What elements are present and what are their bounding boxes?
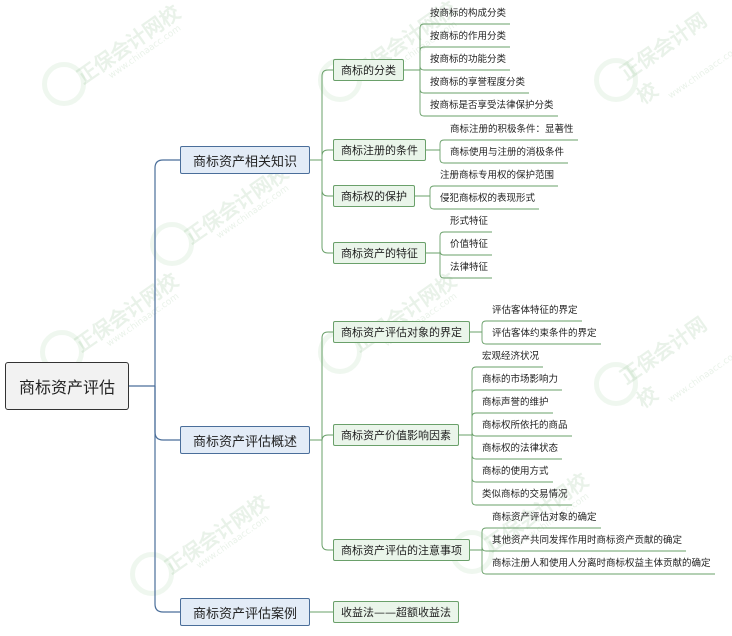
branch-case[interactable]: 商标资产评估案例 <box>180 598 310 626</box>
node-income-approach[interactable]: 收益法——超额收益法 <box>333 601 459 623</box>
connector-line <box>439 139 578 150</box>
leaf-item: 商标资产评估对象的确定 <box>492 512 597 523</box>
connector-line <box>471 389 562 435</box>
connector-line <box>321 149 333 160</box>
leaf-item: 商标的市场影响力 <box>482 374 559 385</box>
connector-line <box>419 46 510 70</box>
leaf-item: 形式特征 <box>450 216 489 227</box>
connector-line <box>419 23 510 70</box>
connector-line <box>154 386 180 613</box>
connector-line <box>481 546 686 552</box>
root-node[interactable]: 商标资产评估 <box>5 362 129 410</box>
leaf-item: 商标声誉的维护 <box>482 397 549 408</box>
node-asset-features[interactable]: 商标资产的特征 <box>333 242 426 264</box>
leaf-item: 法律特征 <box>450 262 489 273</box>
leaf-item: 评估客体特征的界定 <box>492 305 578 316</box>
connector-line <box>154 159 180 386</box>
leaf-item: 商标使用与注册的消极条件 <box>450 147 565 158</box>
connector-line <box>419 65 510 71</box>
connector-line <box>481 550 715 575</box>
connector-line <box>419 70 558 117</box>
connector-line <box>471 366 543 435</box>
node-trademark-protection[interactable]: 商标权的保护 <box>333 185 415 207</box>
leaf-item: 商标权的法律状态 <box>482 443 559 454</box>
node-evaluation-object[interactable]: 商标资产评估对象的界定 <box>333 321 470 343</box>
connector-line <box>321 434 333 442</box>
connector-line <box>321 160 333 254</box>
leaf-item: 按商标的作用分类 <box>430 31 507 42</box>
connector-line <box>321 69 333 160</box>
leaf-item: 宏观经济状况 <box>482 351 540 362</box>
leaf-item: 商标注册的积极条件：显著性 <box>450 124 574 135</box>
leaf-item: 商标权所依托的商品 <box>482 420 568 431</box>
connector-line <box>321 160 333 197</box>
leaf-item: 其他资产共同发挥作用时商标资产贡献的确定 <box>492 535 683 546</box>
connector-line <box>429 196 539 210</box>
leaf-item: 注册商标专用权的保护范围 <box>440 170 555 181</box>
connector-line <box>481 332 601 345</box>
connector-line <box>321 331 333 440</box>
leaf-item: 评估客体约束条件的界定 <box>492 328 597 339</box>
leaf-item: 按商标是否享受法律保护分类 <box>430 100 554 111</box>
connector-line <box>439 231 492 253</box>
leaf-item: 侵犯商标权的表现形式 <box>440 193 536 204</box>
connector-line <box>154 386 180 441</box>
node-trademark-classification[interactable]: 商标的分类 <box>333 59 404 81</box>
connector-line <box>439 150 568 164</box>
leaf-item: 商标注册人和使用人分离时商标权益主体贡献的确定 <box>492 558 711 569</box>
leaf-item: 价值特征 <box>450 239 489 250</box>
branch-overview[interactable]: 商标资产评估概述 <box>180 426 310 454</box>
connector-line <box>429 185 558 196</box>
leaf-item: 按商标的享誉程度分类 <box>430 77 526 88</box>
connector-line <box>481 527 601 550</box>
leaf-item: 商标的使用方式 <box>482 466 549 477</box>
node-value-factors[interactable]: 商标资产价值影响因素 <box>333 424 459 446</box>
connector-line <box>439 250 492 256</box>
connector-line <box>471 412 553 435</box>
node-registration-conditions[interactable]: 商标注册的条件 <box>333 139 426 161</box>
connector-line <box>439 253 492 279</box>
node-precautions[interactable]: 商标资产评估的注意事项 <box>333 539 470 561</box>
branch-knowledge[interactable]: 商标资产相关知识 <box>180 146 310 174</box>
connector-line <box>471 431 572 437</box>
connector-line <box>321 440 333 551</box>
leaf-item: 按商标的构成分类 <box>430 8 507 19</box>
connector-line <box>471 435 572 506</box>
leaf-item: 按商标的功能分类 <box>430 54 507 65</box>
connector-line <box>481 320 582 332</box>
leaf-item: 类似商标的交易情况 <box>482 489 568 500</box>
